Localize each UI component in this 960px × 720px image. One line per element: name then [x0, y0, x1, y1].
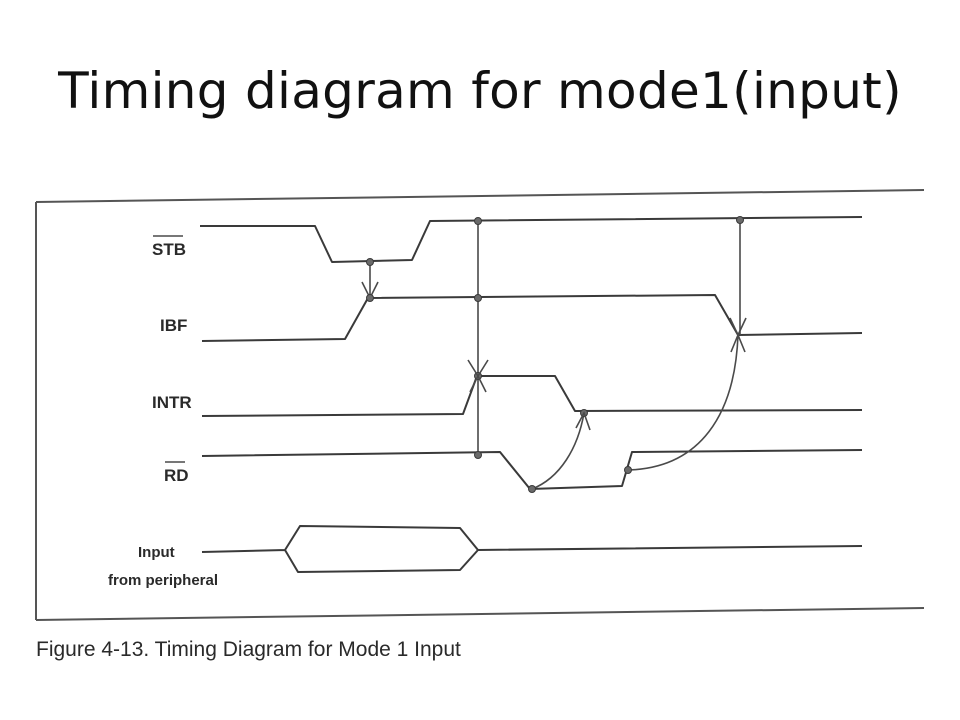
rd-label: RD	[164, 466, 189, 485]
ibf-marker-dot	[474, 294, 482, 302]
input-label-line1: Input	[138, 544, 175, 561]
input-label-line2: from peripheral	[108, 572, 218, 589]
rd-waveform	[201, 449, 863, 490]
intr-label: INTR	[152, 393, 192, 412]
frame-bottom	[35, 607, 925, 621]
ibf-waveform	[201, 294, 863, 342]
stb-rise-dot	[474, 217, 482, 225]
rd-rise-dot	[624, 466, 632, 474]
stb-ibf-dot-bottom	[366, 294, 374, 302]
rd-intr-curve	[531, 412, 585, 490]
intr-fall-arrowhead	[575, 411, 591, 431]
rd-fall-dot	[528, 485, 536, 493]
rd-marker-dot	[474, 451, 482, 459]
rd-ibf-curve	[627, 334, 739, 471]
ibf-label: IBF	[160, 316, 187, 335]
intr-rise-arrowhead	[467, 359, 489, 393]
input-peripheral-waveform	[201, 525, 863, 573]
stb-ibf-dot-top	[366, 258, 374, 266]
intr-waveform	[201, 375, 863, 417]
stb-waveform	[200, 216, 863, 263]
figure-caption: Figure 4-13. Timing Diagram for Mode 1 I…	[36, 638, 461, 661]
slide-title: Timing diagram for mode1(input)	[58, 62, 902, 120]
stb-long-dot	[736, 216, 744, 224]
stb-label: STB	[152, 240, 186, 259]
frame-top	[35, 189, 925, 203]
